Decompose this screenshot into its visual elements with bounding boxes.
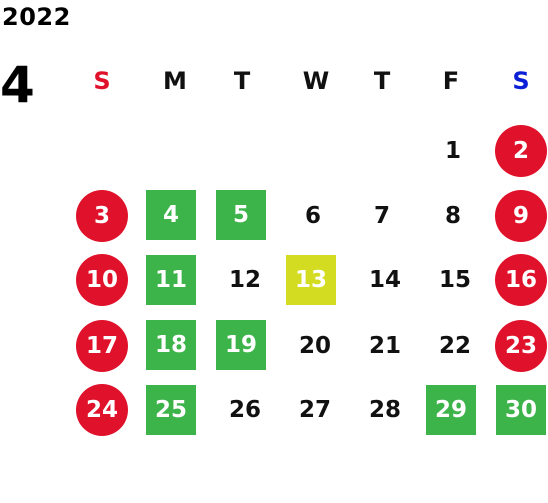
weekday-tue: T xyxy=(233,67,251,95)
day-4[interactable]: 4 xyxy=(146,190,196,240)
day-19[interactable]: 19 xyxy=(216,320,266,370)
day-6[interactable]: 6 xyxy=(304,203,321,229)
weekday-sun: S xyxy=(93,67,111,95)
day-25[interactable]: 25 xyxy=(146,385,196,435)
day-18[interactable]: 18 xyxy=(146,320,196,370)
day-23[interactable]: 23 xyxy=(495,320,547,372)
day-7[interactable]: 7 xyxy=(373,203,390,229)
day-14[interactable]: 14 xyxy=(368,267,401,293)
day-26[interactable]: 26 xyxy=(228,397,261,423)
day-5[interactable]: 5 xyxy=(216,190,266,240)
day-13[interactable]: 13 xyxy=(286,255,336,305)
weekday-mon: M xyxy=(163,67,187,95)
weekday-thu: T xyxy=(373,67,391,95)
day-17[interactable]: 17 xyxy=(76,320,128,372)
day-12[interactable]: 12 xyxy=(228,267,261,293)
day-10[interactable]: 10 xyxy=(76,254,128,306)
day-16[interactable]: 16 xyxy=(495,254,547,306)
day-30[interactable]: 30 xyxy=(496,385,546,435)
calendar-month: 4 xyxy=(0,56,35,114)
day-29[interactable]: 29 xyxy=(426,385,476,435)
day-1[interactable]: 1 xyxy=(444,138,461,164)
weekday-wed: W xyxy=(302,67,330,95)
weekday-sat: S xyxy=(512,67,530,95)
day-21[interactable]: 21 xyxy=(368,333,401,359)
day-24[interactable]: 24 xyxy=(76,384,128,436)
day-3[interactable]: 3 xyxy=(76,190,128,242)
day-9[interactable]: 9 xyxy=(495,190,547,242)
weekday-fri: F xyxy=(442,67,460,95)
day-22[interactable]: 22 xyxy=(438,333,471,359)
day-27[interactable]: 27 xyxy=(298,397,331,423)
day-20[interactable]: 20 xyxy=(298,333,331,359)
calendar-year: 2022 xyxy=(2,3,71,31)
day-15[interactable]: 15 xyxy=(438,267,471,293)
day-8[interactable]: 8 xyxy=(444,203,461,229)
day-28[interactable]: 28 xyxy=(368,397,401,423)
day-2[interactable]: 2 xyxy=(495,125,547,177)
day-11[interactable]: 11 xyxy=(146,255,196,305)
